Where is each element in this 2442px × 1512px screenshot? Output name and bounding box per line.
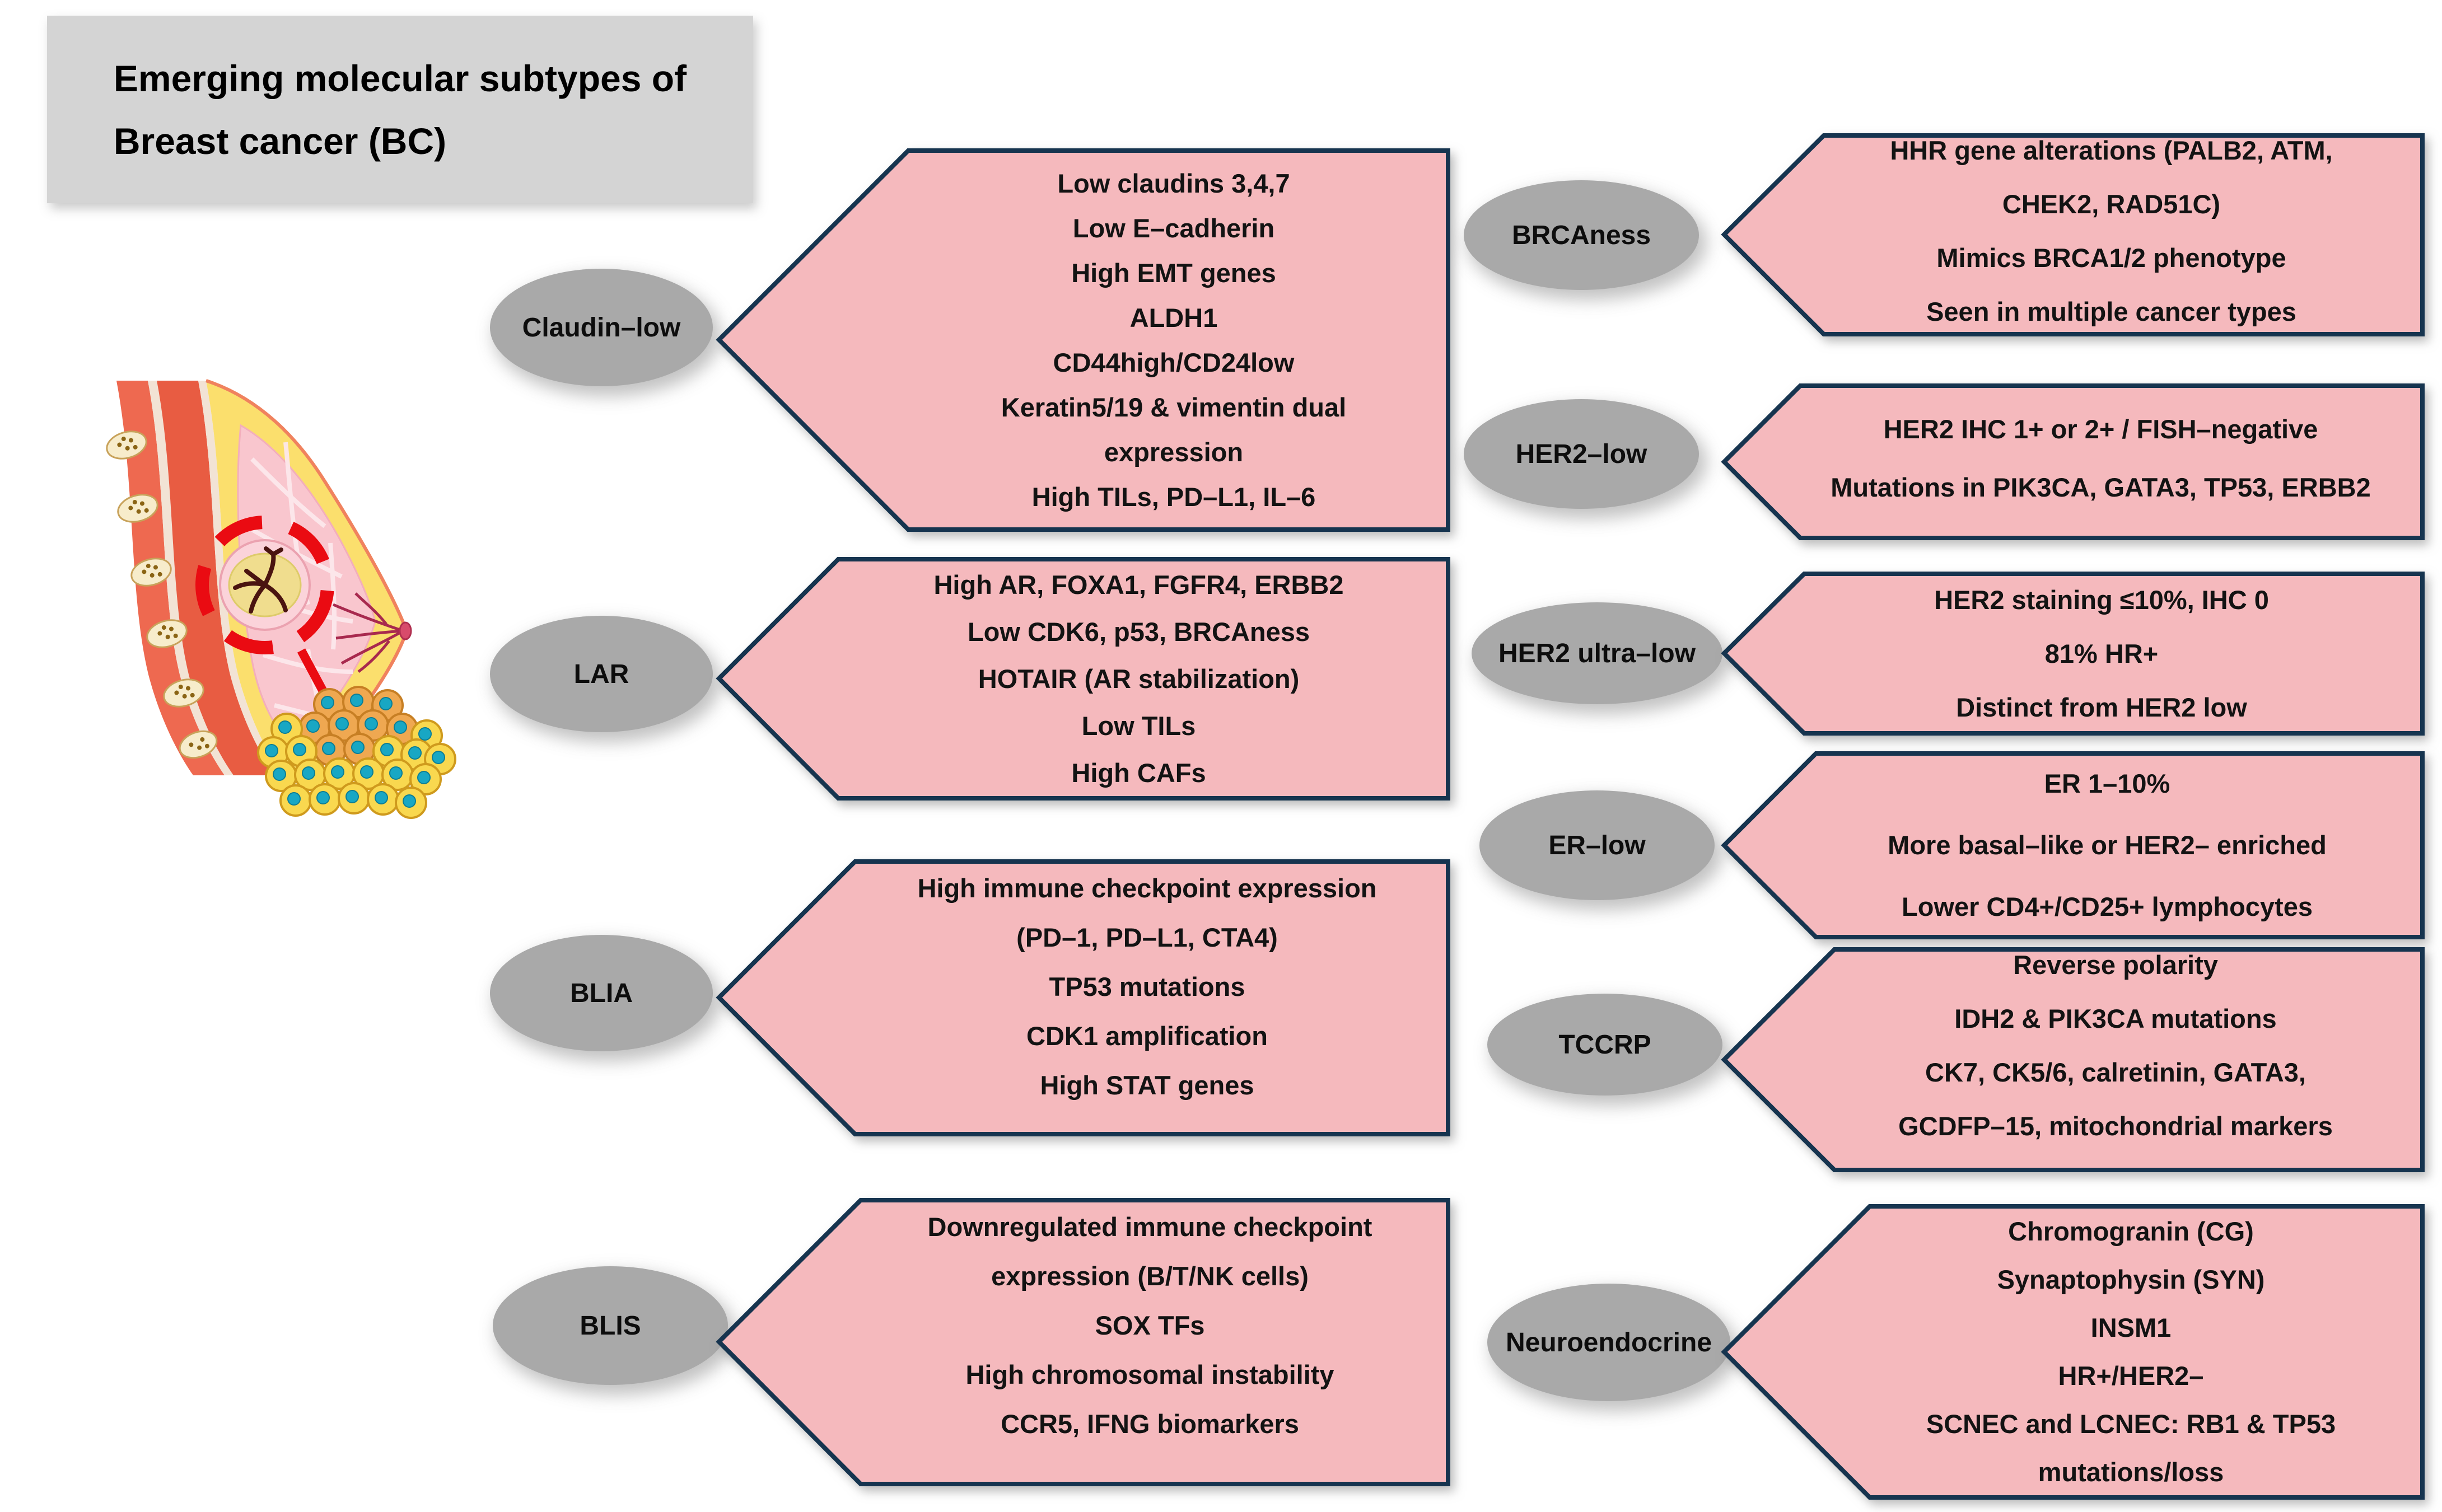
subtype-lar-label: LAR bbox=[573, 659, 629, 689]
feature-line: High AR, FOXA1, FGFR4, ERBB2 bbox=[933, 569, 1344, 600]
subtype-brcaness-label: BRCAness bbox=[1511, 220, 1651, 250]
feature-line: expression bbox=[1104, 437, 1244, 467]
subtype-claudin-low-label: Claudin–low bbox=[522, 312, 681, 343]
subtype-er-low-ellipse: ER–low bbox=[1479, 790, 1715, 900]
subtype-blia-box: High immune checkpoint expression (PD–1, … bbox=[716, 859, 1450, 1136]
feature-line: High chromosomal instability bbox=[965, 1359, 1334, 1389]
feature-line: mutations/loss bbox=[2038, 1457, 2224, 1487]
feature-line: Distinct from HER2 low bbox=[1956, 692, 2247, 722]
pentagon-shape bbox=[716, 557, 1450, 801]
feature-line: INSM1 bbox=[2090, 1313, 2172, 1342]
feature-line: CDK1 amplification bbox=[1026, 1021, 1268, 1051]
feature-line: SOX TFs bbox=[1095, 1310, 1205, 1340]
dashed-highlight-circle bbox=[195, 516, 334, 654]
feature-line: HER2 IHC 1+ or 2+ / FISH–negative bbox=[1883, 414, 2318, 444]
feature-line: More basal–like or HER2– enriched bbox=[1888, 830, 2327, 860]
title-box: Emerging molecular subtypes of Breast can… bbox=[47, 16, 753, 203]
subtype-blis-box: Downregulated immune checkpoint expressio… bbox=[716, 1198, 1450, 1486]
subtype-er-low-label: ER–low bbox=[1548, 830, 1646, 860]
feature-line: TP53 mutations bbox=[1049, 971, 1245, 1001]
feature-line: High TILs, PD–L1, IL–6 bbox=[1031, 481, 1316, 512]
subtype-her2-ultra-low-box: HER2 staining ≤10%, IHC 0 81% HR+ Distinct… bbox=[1721, 572, 2425, 736]
subtype-tccrp-ellipse: TCCRP bbox=[1487, 994, 1722, 1096]
feature-line: 81% HR+ bbox=[2044, 638, 2159, 668]
pentagon-shape bbox=[1721, 133, 2425, 336]
feature-line: High STAT genes bbox=[1040, 1070, 1254, 1100]
subtype-neuroendocrine-ellipse: Neuroendocrine bbox=[1487, 1284, 1730, 1401]
cancer-cells-cluster-icon bbox=[257, 686, 456, 819]
subtype-brcaness-box: HHR gene alterations (PALB2, ATM, CHEK2, … bbox=[1721, 133, 2425, 336]
page-title: Emerging molecular subtypes of Breast can… bbox=[114, 47, 687, 172]
pentagon-shape bbox=[1721, 383, 2425, 540]
subtype-er-low-box: ER 1–10% More basal–like or HER2– enriche… bbox=[1721, 751, 2425, 939]
feature-line: Chromogranin (CG) bbox=[2008, 1216, 2254, 1246]
feature-line: Low E–cadherin bbox=[1072, 213, 1275, 243]
feature-line: CCR5, IFNG biomarkers bbox=[1001, 1408, 1299, 1439]
feature-line: SCNEC and LCNEC: RB1 & TP53 bbox=[1926, 1409, 2336, 1439]
pentagon-shape bbox=[1721, 1204, 2425, 1500]
pentagon-shape bbox=[716, 148, 1450, 532]
feature-line: ER 1–10% bbox=[2044, 769, 2170, 798]
feature-line: CHEK2, RAD51C) bbox=[2002, 189, 2221, 219]
subtype-her2-ultra-low-label: HER2 ultra–low bbox=[1498, 638, 1696, 668]
pentagon-shape bbox=[1721, 751, 2425, 939]
feature-line: Low CDK6, p53, BRCAness bbox=[967, 616, 1310, 647]
feature-line: Reverse polarity bbox=[2013, 950, 2218, 980]
feature-line: High immune checkpoint expression bbox=[917, 873, 1377, 903]
feature-line: HHR gene alterations (PALB2, ATM, bbox=[1890, 135, 2333, 165]
tumor-icon bbox=[219, 539, 311, 631]
feature-line: Lower CD4+/CD25+ lymphocytes bbox=[1902, 892, 2313, 921]
pentagon-shape bbox=[1721, 947, 2425, 1172]
feature-line: CK7, CK5/6, calretinin, GATA3, bbox=[1925, 1057, 2306, 1087]
feature-line: Mimics BRCA1/2 phenotype bbox=[1936, 242, 2286, 273]
feature-line: IDH2 & PIK3CA mutations bbox=[1954, 1004, 2277, 1033]
feature-line: HOTAIR (AR stabilization) bbox=[978, 663, 1300, 694]
breast-anatomy-illustration bbox=[106, 379, 456, 819]
pentagon-shape bbox=[1721, 572, 2425, 736]
subtype-blia-ellipse: BLIA bbox=[490, 935, 713, 1051]
subtype-neuroendocrine-label: Neuroendocrine bbox=[1505, 1327, 1712, 1357]
pentagon-shape bbox=[716, 859, 1450, 1136]
subtype-blis-label: BLIS bbox=[580, 1310, 641, 1341]
subtype-her2-low-label: HER2–low bbox=[1515, 439, 1647, 469]
subtype-blia-label: BLIA bbox=[570, 978, 633, 1008]
subtype-brcaness-ellipse: BRCAness bbox=[1464, 180, 1699, 290]
feature-line: expression (B/T/NK cells) bbox=[991, 1261, 1309, 1291]
feature-line: CD44high/CD24low bbox=[1053, 347, 1295, 377]
feature-line: Synaptophysin (SYN) bbox=[1997, 1265, 2265, 1294]
feature-line: Downregulated immune checkpoint bbox=[927, 1211, 1372, 1242]
feature-line: HR+/HER2– bbox=[2058, 1361, 2204, 1391]
feature-line: ALDH1 bbox=[1129, 302, 1218, 333]
feature-line: Seen in multiple cancer types bbox=[1926, 296, 2296, 326]
page-title-line: Breast cancer (BC) bbox=[113, 120, 447, 162]
subtype-blis-ellipse: BLIS bbox=[493, 1266, 728, 1385]
feature-line: Mutations in PIK3CA, GATA3, TP53, ERBB2 bbox=[1831, 472, 2371, 502]
feature-line: High CAFs bbox=[1071, 757, 1206, 788]
feature-line: (PD–1, PD–L1, CTA4) bbox=[1016, 922, 1278, 952]
blood-vessels bbox=[333, 592, 404, 673]
rib-icons bbox=[106, 430, 218, 759]
subtype-her2-ultra-low-ellipse: HER2 ultra–low bbox=[1472, 602, 1722, 704]
feature-line: Low TILs bbox=[1081, 710, 1196, 741]
page-title-line: Emerging molecular subtypes of bbox=[113, 57, 687, 99]
feature-line: High EMT genes bbox=[1071, 258, 1276, 288]
feature-line: Low claudins 3,4,7 bbox=[1057, 168, 1290, 198]
feature-line: GCDFP–15, mitochondrial markers bbox=[1898, 1111, 2333, 1141]
nipple bbox=[399, 621, 412, 640]
subtype-lar-ellipse: LAR bbox=[490, 616, 713, 732]
subtype-neuroendocrine-box: Chromogranin (CG) Synaptophysin (SYN) INSM… bbox=[1721, 1204, 2425, 1500]
subtype-tccrp-label: TCCRP bbox=[1558, 1029, 1651, 1060]
subtype-claudin-low-ellipse: Claudin–low bbox=[490, 269, 713, 386]
feature-line: Keratin5/19 & vimentin dual bbox=[1001, 392, 1347, 422]
subtype-her2-low-ellipse: HER2–low bbox=[1464, 399, 1699, 509]
feature-line: HER2 staining ≤10%, IHC 0 bbox=[1934, 584, 2269, 615]
pentagon-shape bbox=[716, 1198, 1450, 1486]
